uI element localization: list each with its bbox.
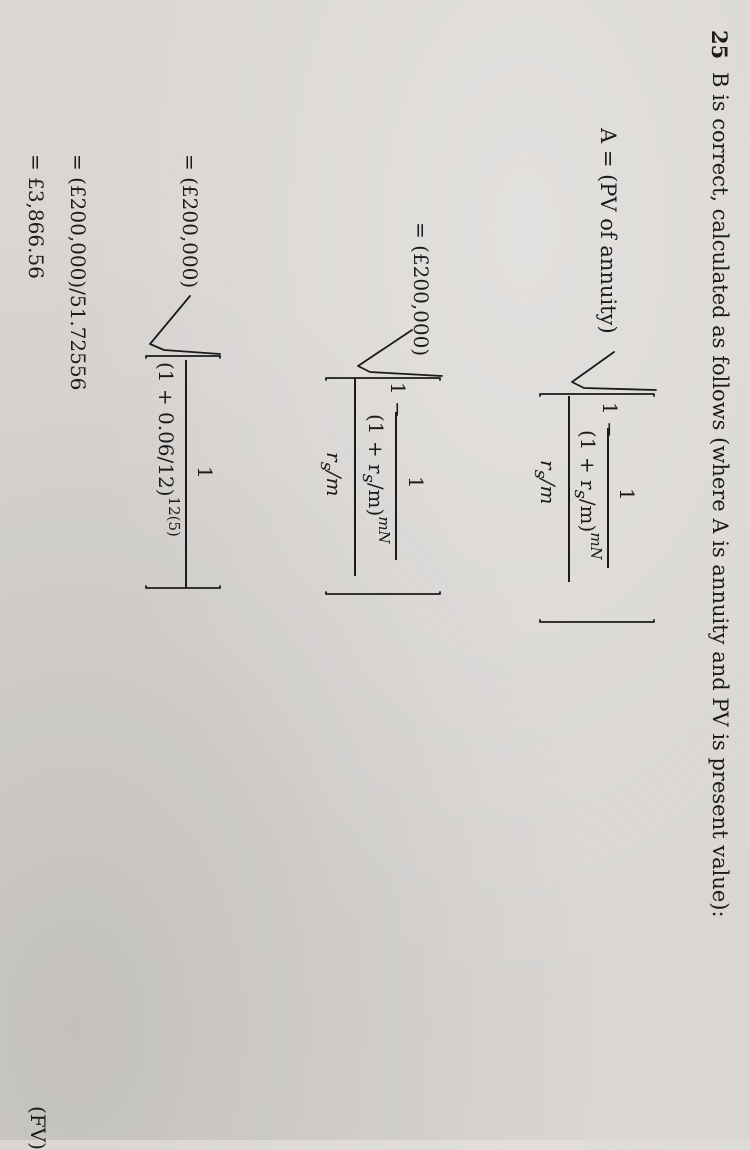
eq2-left-bracket-icon <box>325 377 441 381</box>
eq2-radical-icon <box>357 329 443 377</box>
eq3-radical-icon <box>149 295 221 355</box>
eq2-right-bracket-icon <box>325 591 441 595</box>
eq1-right-bracket-icon <box>539 619 655 623</box>
eq1-left-bracket-icon <box>539 393 655 397</box>
eq1-radical-icon <box>571 351 657 391</box>
eq3-left-bracket-icon <box>145 355 221 359</box>
eq3-right-bracket-icon <box>145 585 221 589</box>
